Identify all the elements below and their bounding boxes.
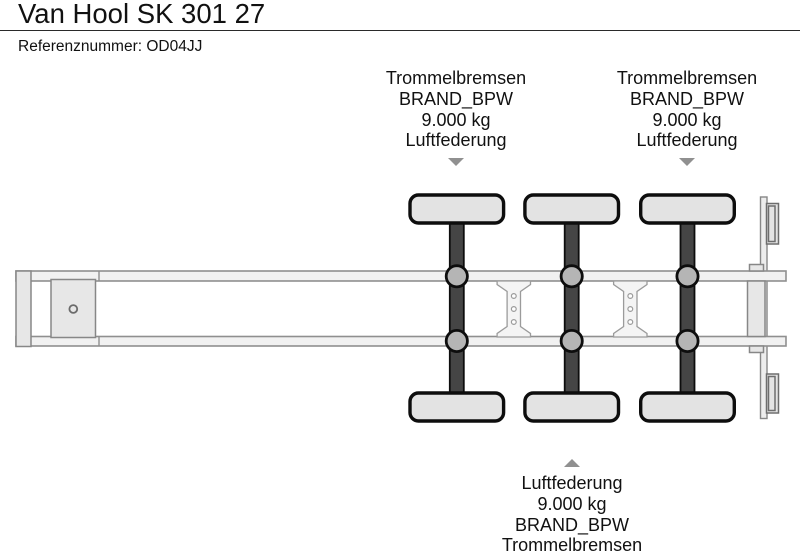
axle-1-bellow-bottom: [444, 328, 469, 353]
front-end-cap: [15, 270, 32, 348]
axle-3: [639, 193, 737, 423]
cross-member-1: [496, 280, 532, 338]
annotation-line: Luftfederung: [405, 130, 507, 151]
header-divider: [0, 30, 800, 31]
rear-bracket-bottom: [748, 345, 765, 354]
axle-3-bellow-top: [675, 264, 700, 289]
axle-2: [523, 193, 621, 423]
kingpin-plate: [50, 278, 97, 339]
annotation-line: Trommelbremsen: [385, 68, 527, 88]
chassis-rail-bottom: [15, 335, 787, 347]
kingpin: [68, 304, 79, 314]
annotation-line: BRAND_BPW: [514, 514, 630, 535]
annotation-line: Luftfederung: [636, 130, 738, 151]
cross-member-2: [612, 280, 648, 338]
tail-lamp-bottom: [765, 373, 780, 414]
axle-2-bellow-top: [559, 264, 584, 289]
axle-3-tire-bottom: [639, 391, 737, 423]
chassis-rail-top: [15, 270, 787, 282]
axle-1-bar: [448, 199, 465, 416]
axle-2-tire-top: [523, 193, 621, 225]
axle-1-tire-top: [408, 193, 506, 225]
axle-3-bellow-bottom: [675, 328, 700, 353]
annotation-line: BRAND_BPW: [398, 88, 514, 109]
axle-1-tire-bottom: [408, 391, 506, 423]
tail-lamp-top: [765, 202, 780, 245]
annotation-line: Luftfederung: [521, 473, 623, 493]
annotation-line: BRAND_BPW: [629, 88, 745, 109]
rear-crossmember: [746, 280, 766, 338]
axle-3-bar: [679, 199, 696, 416]
annotation-line: 9.000 kg: [652, 109, 722, 130]
annotation-line: 9.000 kg: [421, 109, 491, 130]
arrow-up-icon: [564, 459, 580, 467]
annotation-line: Trommelbremsen: [501, 535, 643, 556]
annotation-axle-3: Trommelbremsen BRAND_BPW 9.000 kg Luftfe…: [567, 68, 800, 167]
axle-2-tire-bottom: [523, 391, 621, 423]
annotation-axle-2: Luftfederung 9.000 kg BRAND_BPW Trommelb…: [452, 459, 692, 556]
axle-1: [408, 193, 506, 423]
arrow-down-icon: [448, 158, 464, 167]
annotation-line: 9.000 kg: [537, 493, 607, 514]
reference-number: Referenznummer: OD04JJ: [18, 38, 203, 55]
axle-2-bar: [563, 199, 580, 416]
arrow-down-icon: [679, 158, 695, 167]
annotation-axle-1: Trommelbremsen BRAND_BPW 9.000 kg Luftfe…: [336, 68, 576, 167]
axle-2-bellow-bottom: [559, 328, 584, 353]
page-title: Van Hool SK 301 27: [18, 0, 266, 29]
annotation-line: Trommelbremsen: [616, 68, 758, 88]
rear-bracket-top: [748, 263, 765, 272]
axle-3-tire-top: [639, 193, 737, 225]
axle-1-bellow-top: [444, 264, 469, 289]
